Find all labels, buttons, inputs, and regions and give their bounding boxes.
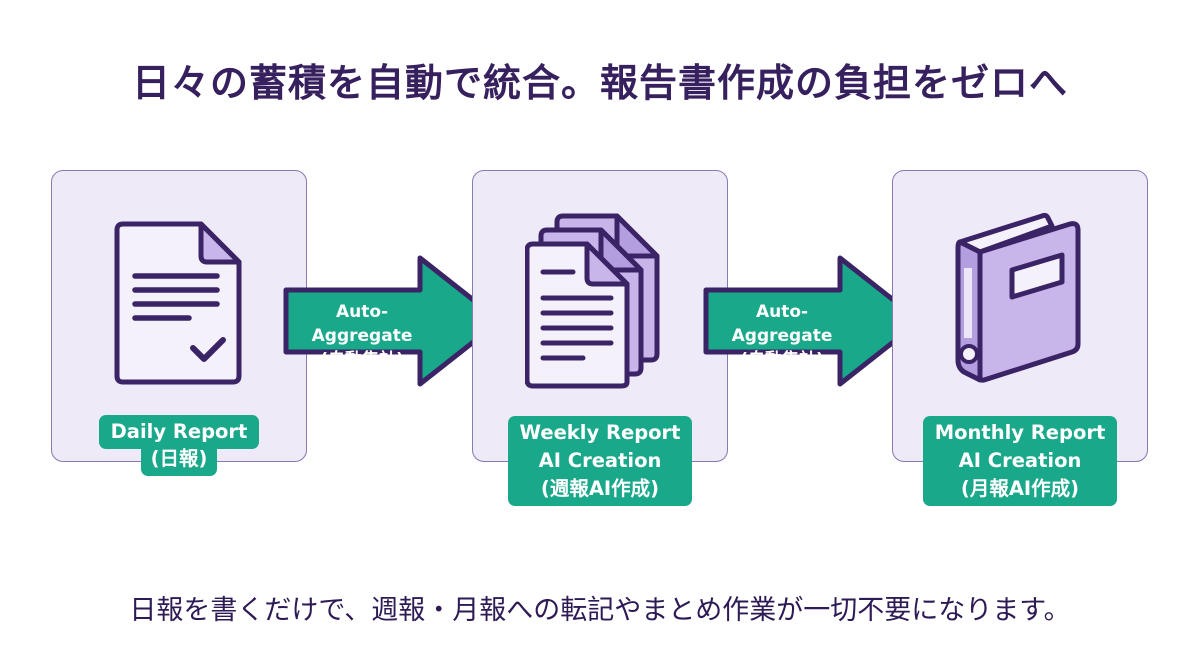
stacked-documents-icon	[525, 213, 660, 389]
binder-book-icon	[955, 212, 1081, 383]
step-label-monthly: Monthly Report AI Creation (月報AI作成)	[923, 416, 1117, 506]
step-label-daily: Daily Report (日報)	[96, 415, 262, 476]
step-label-line: AI Creation	[538, 449, 662, 472]
step-label-line: Daily Report	[98, 415, 260, 449]
step-label-line: (日報)	[140, 445, 218, 476]
step-label-line: Weekly Report	[519, 421, 681, 444]
arrow-label-line: (自動集計)	[320, 350, 404, 370]
step-label-line: (週報AI作成)	[540, 477, 660, 500]
page-title: 日々の蓄積を自動で統合。報告書作成の負担をゼロへ	[131, 61, 1068, 105]
arrow-label-line: (自動集計)	[740, 350, 824, 370]
document-check-icon	[114, 221, 242, 385]
arrow-label-1: Auto-Aggregate (自動集計)	[292, 300, 432, 372]
arrow-label-line: Auto-Aggregate	[311, 302, 413, 346]
arrow-label-2: Auto-Aggregate (自動集計)	[712, 300, 852, 372]
arrow-auto-aggregate-2	[703, 255, 923, 387]
step-label-weekly: Weekly Report AI Creation (週報AI作成)	[508, 416, 692, 506]
arrow-label-line: Auto-Aggregate	[731, 302, 833, 346]
step-label-line: AI Creation	[958, 449, 1082, 472]
arrow-auto-aggregate-1	[283, 255, 503, 387]
step-label-line: Monthly Report	[934, 421, 1106, 444]
footer-caption: 日報を書くだけで、週報・月報への転記やまとめ作業が一切不要になります。	[129, 595, 1071, 626]
step-label-line: (月報AI作成)	[960, 477, 1080, 500]
